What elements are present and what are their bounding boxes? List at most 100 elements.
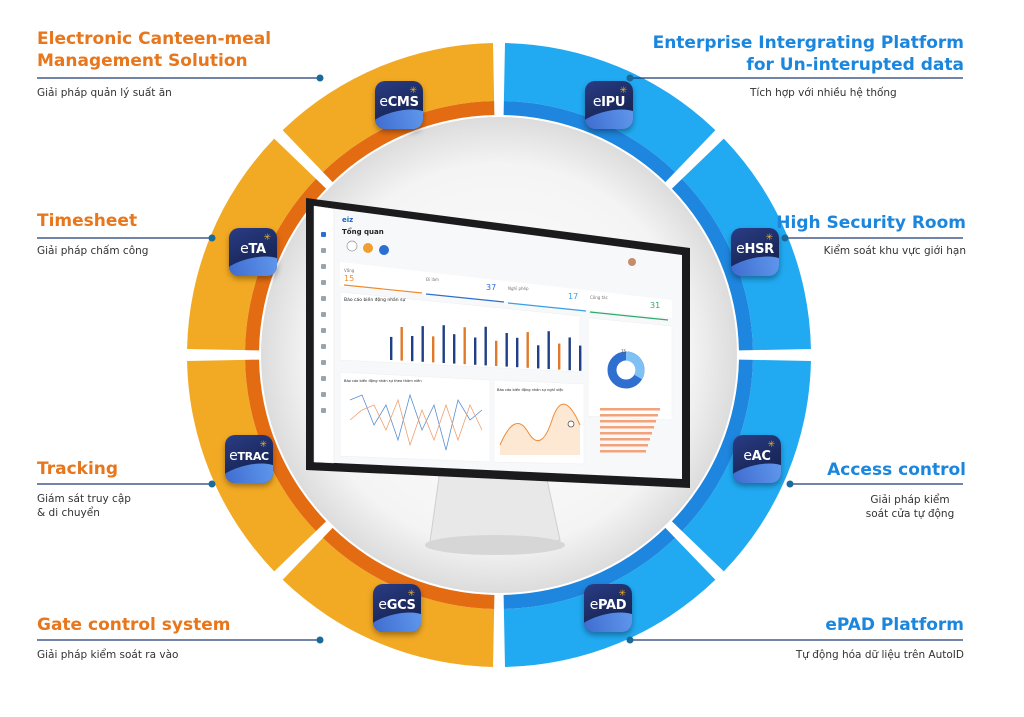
eipu-desc: Tích hợp với nhiều hệ thống xyxy=(750,87,897,99)
eipu-title-line1: Enterprise Intergrating Platform xyxy=(652,33,964,53)
sidebar-nav-icon[interactable] xyxy=(321,296,326,301)
orange-action-button[interactable] xyxy=(363,243,373,253)
eac-title: Access control xyxy=(827,460,966,480)
hbar xyxy=(600,420,656,423)
kpi-value: 17 xyxy=(568,292,578,301)
kpi-underline xyxy=(343,284,423,294)
bar xyxy=(474,337,477,365)
eipu-connector-dot xyxy=(626,74,634,82)
bar xyxy=(442,325,445,363)
chart3-title: Báo cáo biến động nhân sự nghỉ việc xyxy=(497,388,563,392)
hbar xyxy=(600,444,648,447)
ehsr-desc: Kiểm soát khu vực giới hạn xyxy=(823,245,966,257)
hbar xyxy=(600,450,646,453)
egcs-inner-band xyxy=(322,527,495,609)
eac-label: Access control xyxy=(827,459,966,481)
sidebar-nav-icon[interactable] xyxy=(321,280,326,285)
eta-inner-band xyxy=(245,178,327,351)
etrac-inner-band xyxy=(245,359,327,532)
egcs-title: Gate control system xyxy=(37,615,231,635)
sidebar-nav-icon[interactable] xyxy=(321,312,326,317)
etrac-label: Tracking Giám sát truy cập & di chuyển xyxy=(37,458,131,520)
bar xyxy=(421,326,424,362)
epad-title: ePAD Platform xyxy=(825,615,964,635)
epad-desc: Tự động hóa dữ liệu trên AutoID xyxy=(795,649,964,661)
ecms-title-line2: Management Solution xyxy=(37,51,248,71)
sidebar-nav-icon[interactable] xyxy=(321,232,326,237)
section-title: Báo cáo biến động nhân sự xyxy=(344,296,406,303)
ecms-inner-band xyxy=(322,101,495,183)
ecms-title-line1: Electronic Canteen-meal xyxy=(37,29,272,49)
eta-desc: Giải pháp chấm công xyxy=(37,245,149,257)
donut-value: 75 xyxy=(621,349,627,354)
eac-connector-dot xyxy=(786,480,794,488)
eac-inner-band xyxy=(671,359,753,532)
eac-desc: Giải pháp kiểm soát cửa tự động xyxy=(855,493,965,521)
hbar xyxy=(600,408,660,411)
hbar xyxy=(600,438,650,441)
egcs-app-icon[interactable]: ✳ eGCS xyxy=(373,584,421,632)
etrac-app-icon[interactable]: ✳ eTRAC xyxy=(225,435,273,483)
sidebar-nav-icon[interactable] xyxy=(321,344,326,349)
etrac-title: Tracking xyxy=(37,459,119,479)
bar xyxy=(516,337,519,368)
etrac-desc-line1: Giám sát truy cập xyxy=(37,493,131,505)
dashboard-title: Tổng quan xyxy=(342,227,384,236)
sidebar-nav-icon[interactable] xyxy=(321,376,326,381)
ehsr-label: High Security Room Kiểm soát khu vực giớ… xyxy=(776,212,966,258)
ecms-label: Electronic Canteen-meal Management Solut… xyxy=(37,28,271,100)
eipu-app-icon[interactable]: ✳ eIPU xyxy=(585,81,633,129)
add-button[interactable] xyxy=(346,240,358,252)
chart2-title: Báo cáo biến động nhân sự theo thâm niên xyxy=(344,379,422,383)
ehsr-app-icon[interactable]: ✳ eHSR xyxy=(731,228,779,276)
kpi-label: Nghỉ phép xyxy=(508,286,529,291)
hbar xyxy=(600,426,654,429)
hbar xyxy=(600,432,652,435)
epad-inner-band xyxy=(503,527,676,609)
ehsr-title: High Security Room xyxy=(776,213,966,233)
eta-connector-dot xyxy=(208,234,216,242)
kpi-label: Vắng xyxy=(344,268,355,273)
bar xyxy=(453,334,456,364)
bar xyxy=(537,345,540,369)
eta-title: Timesheet xyxy=(37,211,138,231)
egcs-label: Gate control system Giải pháp kiểm soát … xyxy=(37,614,230,662)
bar xyxy=(390,336,393,360)
bar xyxy=(558,343,561,370)
bar xyxy=(432,336,435,363)
blue-action-button[interactable] xyxy=(379,245,389,255)
ecms-connector-dot xyxy=(316,74,324,82)
eac-desc-line2: soát cửa tự động xyxy=(865,508,955,520)
eta-app-icon[interactable]: ✳ eTA xyxy=(229,228,277,276)
bar xyxy=(400,327,403,361)
egcs-desc: Giải pháp kiểm soát ra vào xyxy=(37,649,179,661)
dashboard-brand: eiz xyxy=(342,216,353,224)
bar xyxy=(505,333,508,367)
ecms-app-icon[interactable]: ✳ eCMS xyxy=(375,81,423,129)
kpi-label: Công tác xyxy=(590,295,608,300)
hbar xyxy=(600,414,658,417)
bar xyxy=(526,332,529,368)
sidebar-nav-icon[interactable] xyxy=(321,360,326,365)
bar xyxy=(411,336,414,362)
kpi-value: 31 xyxy=(650,301,660,310)
etrac-desc-line2: & di chuyển xyxy=(37,507,100,519)
kpi-underline xyxy=(507,302,587,312)
eipu-inner-band xyxy=(503,101,676,183)
bar xyxy=(484,326,487,366)
sidebar-nav-icon[interactable] xyxy=(321,408,326,413)
bar xyxy=(568,337,571,371)
eac-desc-line1: Giải pháp kiểm xyxy=(870,494,950,506)
kpi-underline xyxy=(425,293,505,303)
sidebar-nav-icon[interactable] xyxy=(321,264,326,269)
epad-app-icon[interactable]: ✳ ePAD xyxy=(584,584,632,632)
eipu-title-line2: for Un-interupted data xyxy=(746,55,964,75)
sidebar-nav-icon[interactable] xyxy=(321,328,326,333)
bar xyxy=(495,340,498,366)
sidebar-nav-icon[interactable] xyxy=(321,392,326,397)
sidebar-nav-icon[interactable] xyxy=(321,248,326,253)
avatar[interactable] xyxy=(628,258,636,266)
eac-app-icon[interactable]: ✳ eAC xyxy=(733,435,781,483)
ehsr-inner-band xyxy=(671,178,753,351)
